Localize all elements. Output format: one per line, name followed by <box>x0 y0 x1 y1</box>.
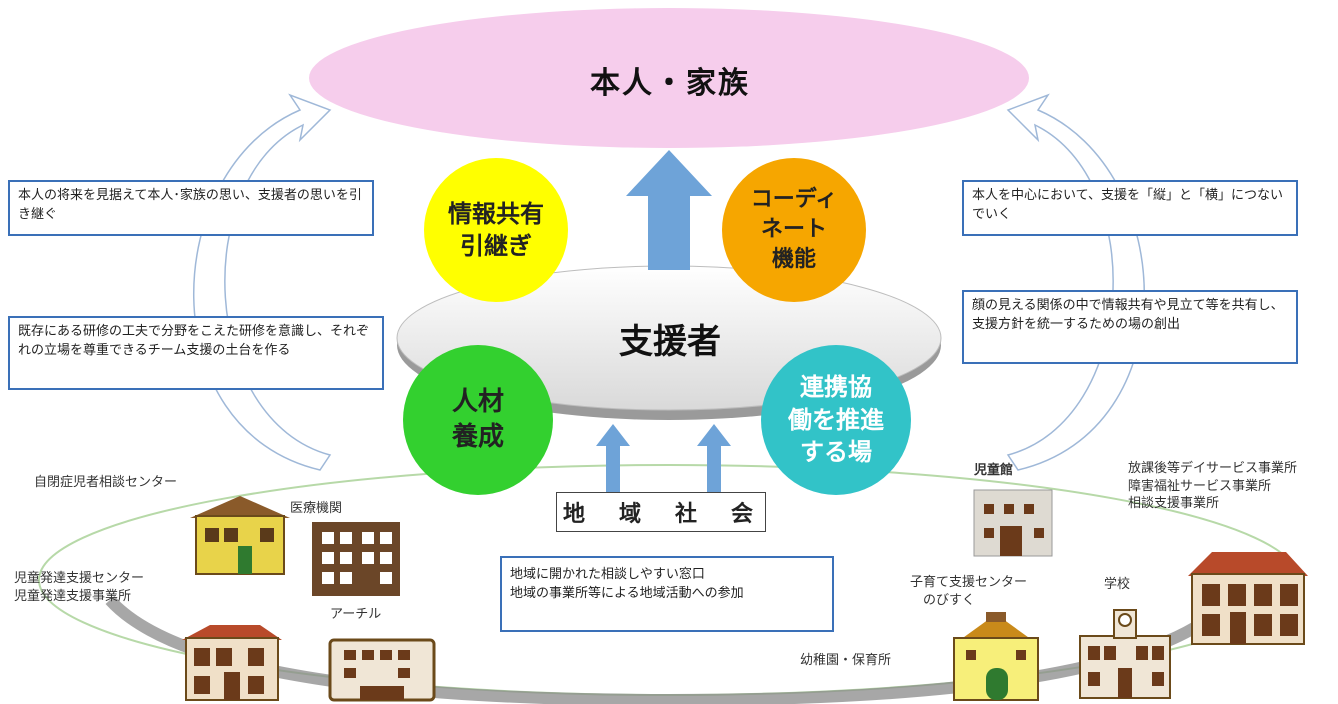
family-title: 本人・家族 <box>590 66 750 101</box>
label-school: 学校 <box>1104 577 1131 592</box>
circle-coordinate <box>722 158 866 302</box>
building-childcare-support-icon <box>953 612 1039 701</box>
circle-collaboration <box>761 345 911 495</box>
left-cycle-arrow <box>193 93 332 471</box>
box-shared-view-note: 顔の見える関係の中で情報共有や見立て等を共有し、支援方針を統一するための場の創出 <box>962 290 1298 364</box>
circle-collaboration-line-3: する場 <box>800 438 872 467</box>
building-childrens-hall-icon <box>973 489 1053 557</box>
building-school-icon <box>1079 609 1171 699</box>
supporter-label: 支援者 <box>619 322 721 362</box>
circle-human-resources-line-2: 養成 <box>451 422 504 452</box>
label-childcare-support: 子育て支援センター のびすく <box>910 575 1028 608</box>
label-childrens-hall: 児童館 <box>974 463 1014 478</box>
label-archill: アーチル <box>330 607 382 622</box>
circle-info-sharing-text: 情報共有 引継ぎ <box>424 158 568 302</box>
building-archill-icon <box>328 638 436 702</box>
label-child-development: 児童発達支援センター 児童発達支援事業所 <box>14 571 145 604</box>
circle-coordinate-line-1: コーディ <box>750 187 838 213</box>
label-day-service: 放課後等デイサービス事業所 障害福祉サービス事業所 相談支援事業所 <box>1128 461 1298 512</box>
box-succession-note: 本人の将来を見据えて本人･家族の思い、支援者の思いを引き継ぐ <box>8 180 374 236</box>
circle-info-sharing-line-1: 情報共有 <box>448 199 544 228</box>
box-community-window-note: 地域に開かれた相談しやすい窓口 地域の事業所等による地域活動への参加 <box>500 556 834 632</box>
right-cycle-arrow <box>1006 93 1145 471</box>
circle-human-resources-text: 人材 養成 <box>403 345 553 495</box>
circle-info-sharing-line-2: 引継ぎ <box>460 232 532 260</box>
circle-human-resources-line-1: 人材 <box>451 386 504 417</box>
label-medical: 医療機関 <box>290 501 343 516</box>
building-autism-center-icon <box>190 496 290 575</box>
box-connect-note: 本人を中心において、支援を「縦」と「横」につないでいく <box>962 180 1298 236</box>
box-training-note: 既存にある研修の工夫で分野をこえた研修を意識し、それぞれの立場を尊重できるチーム… <box>8 316 384 390</box>
center-up-arrow <box>626 150 712 270</box>
circle-info-sharing <box>424 158 568 302</box>
circle-coordinate-line-3: 機能 <box>771 246 816 272</box>
building-day-service-icon <box>1188 552 1308 645</box>
circle-coordinate-line-2: ネート <box>760 217 827 243</box>
building-child-development-icon <box>182 625 282 701</box>
circle-coordinate-text: コーディ ネート 機能 <box>722 158 866 302</box>
circle-collaboration-text: 連携協 働を推進 する場 <box>761 345 911 495</box>
label-autism-center: 自閉症児者相談センター <box>34 475 178 490</box>
building-medical-icon <box>312 522 400 596</box>
circle-collaboration-line-1: 連携協 <box>800 373 872 402</box>
community-arrow-right <box>697 424 731 492</box>
community-label: 地 域 社 会 <box>556 492 766 532</box>
circle-collaboration-line-2: 働を推進 <box>788 405 884 434</box>
circle-human-resources <box>403 345 553 495</box>
community-arrow-left <box>596 424 630 492</box>
family-ellipse <box>309 8 1029 148</box>
label-kindergarten: 幼稚園・保育所 <box>800 653 892 668</box>
